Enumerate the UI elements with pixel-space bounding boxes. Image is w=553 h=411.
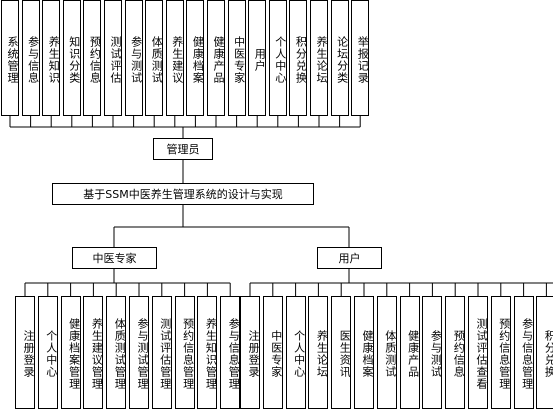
user-item-1: 注册登录 (240, 296, 260, 409)
user-item-7: 体质测试 (376, 296, 397, 409)
user-item-3: 个人中心 (285, 296, 306, 409)
user-item-2: 中医专家 (262, 296, 283, 409)
user-item-10: 预约信息 (445, 296, 466, 409)
admin-item-3: 养生知识 (42, 0, 61, 116)
expert-item-2: 个人中心 (37, 296, 58, 409)
user-item-6: 健康档案 (354, 296, 374, 409)
expert-item-9: 养生知识管理 (197, 296, 218, 409)
admin-item-18: 举报记录 (351, 0, 370, 116)
admin-item-2: 参与信息 (21, 0, 40, 116)
admin-item-5: 预约信息 (83, 0, 102, 116)
expert-item-1: 注册登录 (15, 296, 35, 409)
expert-item-6: 参与测试管理 (129, 296, 149, 409)
expert-item-8: 预约信息管理 (174, 296, 195, 409)
admin-item-1: 系统管理 (1, 0, 19, 116)
admin-item-9: 养生建议 (165, 0, 184, 116)
expert-item-7: 测试评估管理 (151, 296, 172, 409)
expert-item-10: 参与信息管理 (220, 296, 241, 409)
user-item-13: 参与信息管理 (513, 296, 534, 409)
user-item-11: 测试评估查看 (468, 296, 488, 409)
admin-item-13: 用户 (248, 0, 267, 116)
admin-item-12: 中医专家 (227, 0, 246, 116)
user-item-14: 积分兑换 (536, 296, 553, 409)
admin-item-4: 知识分类 (62, 0, 81, 116)
user-item-5: 医生资讯 (331, 296, 352, 409)
user-item-12: 预约信息管理 (490, 296, 511, 409)
user-item-9: 参与测试 (422, 296, 443, 409)
expert-item-5: 体质测试管理 (106, 296, 127, 409)
user-node: 用户 (317, 247, 382, 269)
user-item-8: 健康产品 (399, 296, 420, 409)
admin-item-14: 个人中心 (268, 0, 287, 116)
admin-item-10: 健康档案 (186, 0, 205, 116)
system-title-node: 基于SSM中医养生管理系统的设计与实现 (52, 183, 314, 205)
admin-item-17: 论坛分类 (330, 0, 349, 116)
expert-item-4: 养生建议管理 (83, 296, 104, 409)
admin-item-11: 健康产品 (207, 0, 225, 116)
user-item-4: 养生论坛 (308, 296, 329, 409)
admin-item-7: 参与测试 (124, 0, 143, 116)
admin-item-8: 体质测试 (145, 0, 164, 116)
admin-item-16: 养生论坛 (310, 0, 328, 116)
admin-item-15: 积分兑换 (289, 0, 308, 116)
expert-item-3: 健康档案管理 (60, 296, 81, 409)
admin-node: 管理员 (153, 138, 213, 160)
expert-node: 中医专家 (72, 247, 157, 269)
admin-item-6: 测试评估 (104, 0, 122, 116)
